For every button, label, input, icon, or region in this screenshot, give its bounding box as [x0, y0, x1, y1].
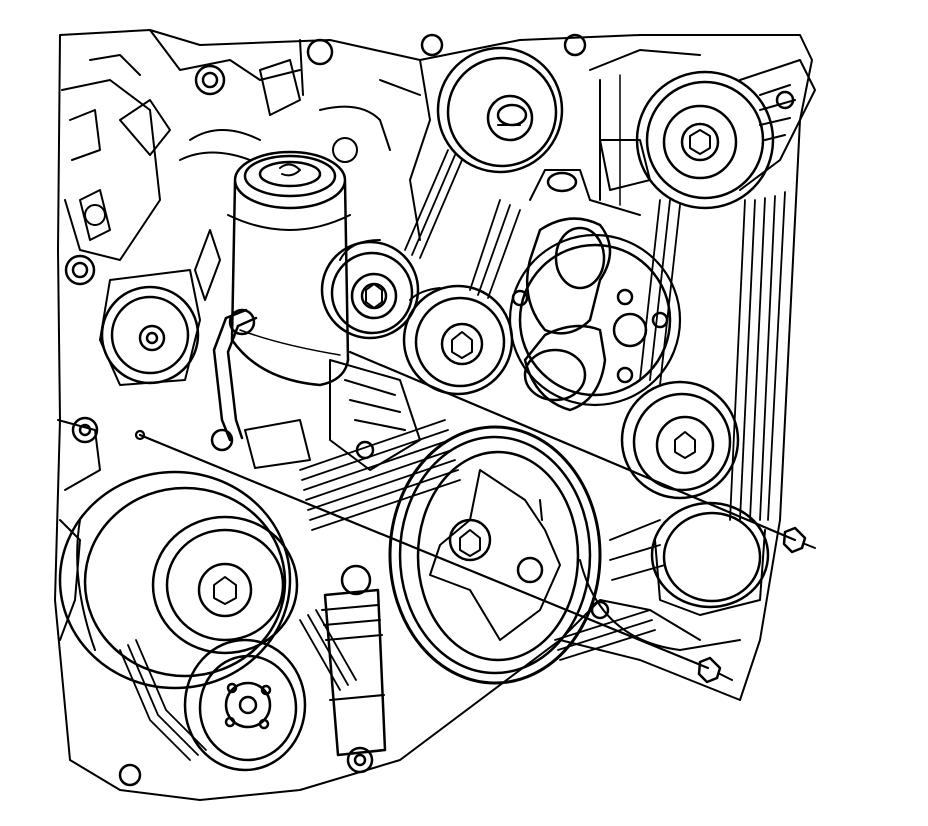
power-steering-pump-pulley — [320, 239, 420, 340]
left-idler-pulley — [99, 269, 201, 386]
serpentine-belt — [119, 149, 786, 761]
idler-pulley-lower-left — [183, 638, 307, 772]
crankshaft-balancer-pulley — [388, 425, 602, 685]
strut-support — [321, 564, 387, 757]
power-steering-reservoir — [194, 150, 351, 469]
ac-compressor-pulley — [589, 49, 816, 216]
belt-tensioner-pulley — [402, 284, 514, 396]
thermostat-housing — [525, 139, 651, 335]
mounting-nut-lower — [697, 656, 733, 684]
mounting-nut-upper — [782, 526, 816, 554]
engine-block-outline — [54, 29, 813, 801]
ac-compressor-clutch-pulley-left — [58, 470, 299, 690]
pump-bracket — [329, 359, 421, 471]
idler-pulley-lower-right — [620, 380, 740, 500]
upper-left-hoses — [79, 105, 391, 241]
idler-pulley-upper — [436, 46, 564, 174]
water-pump-pulley — [508, 233, 682, 412]
mounting-stud-lines — [134, 350, 797, 670]
